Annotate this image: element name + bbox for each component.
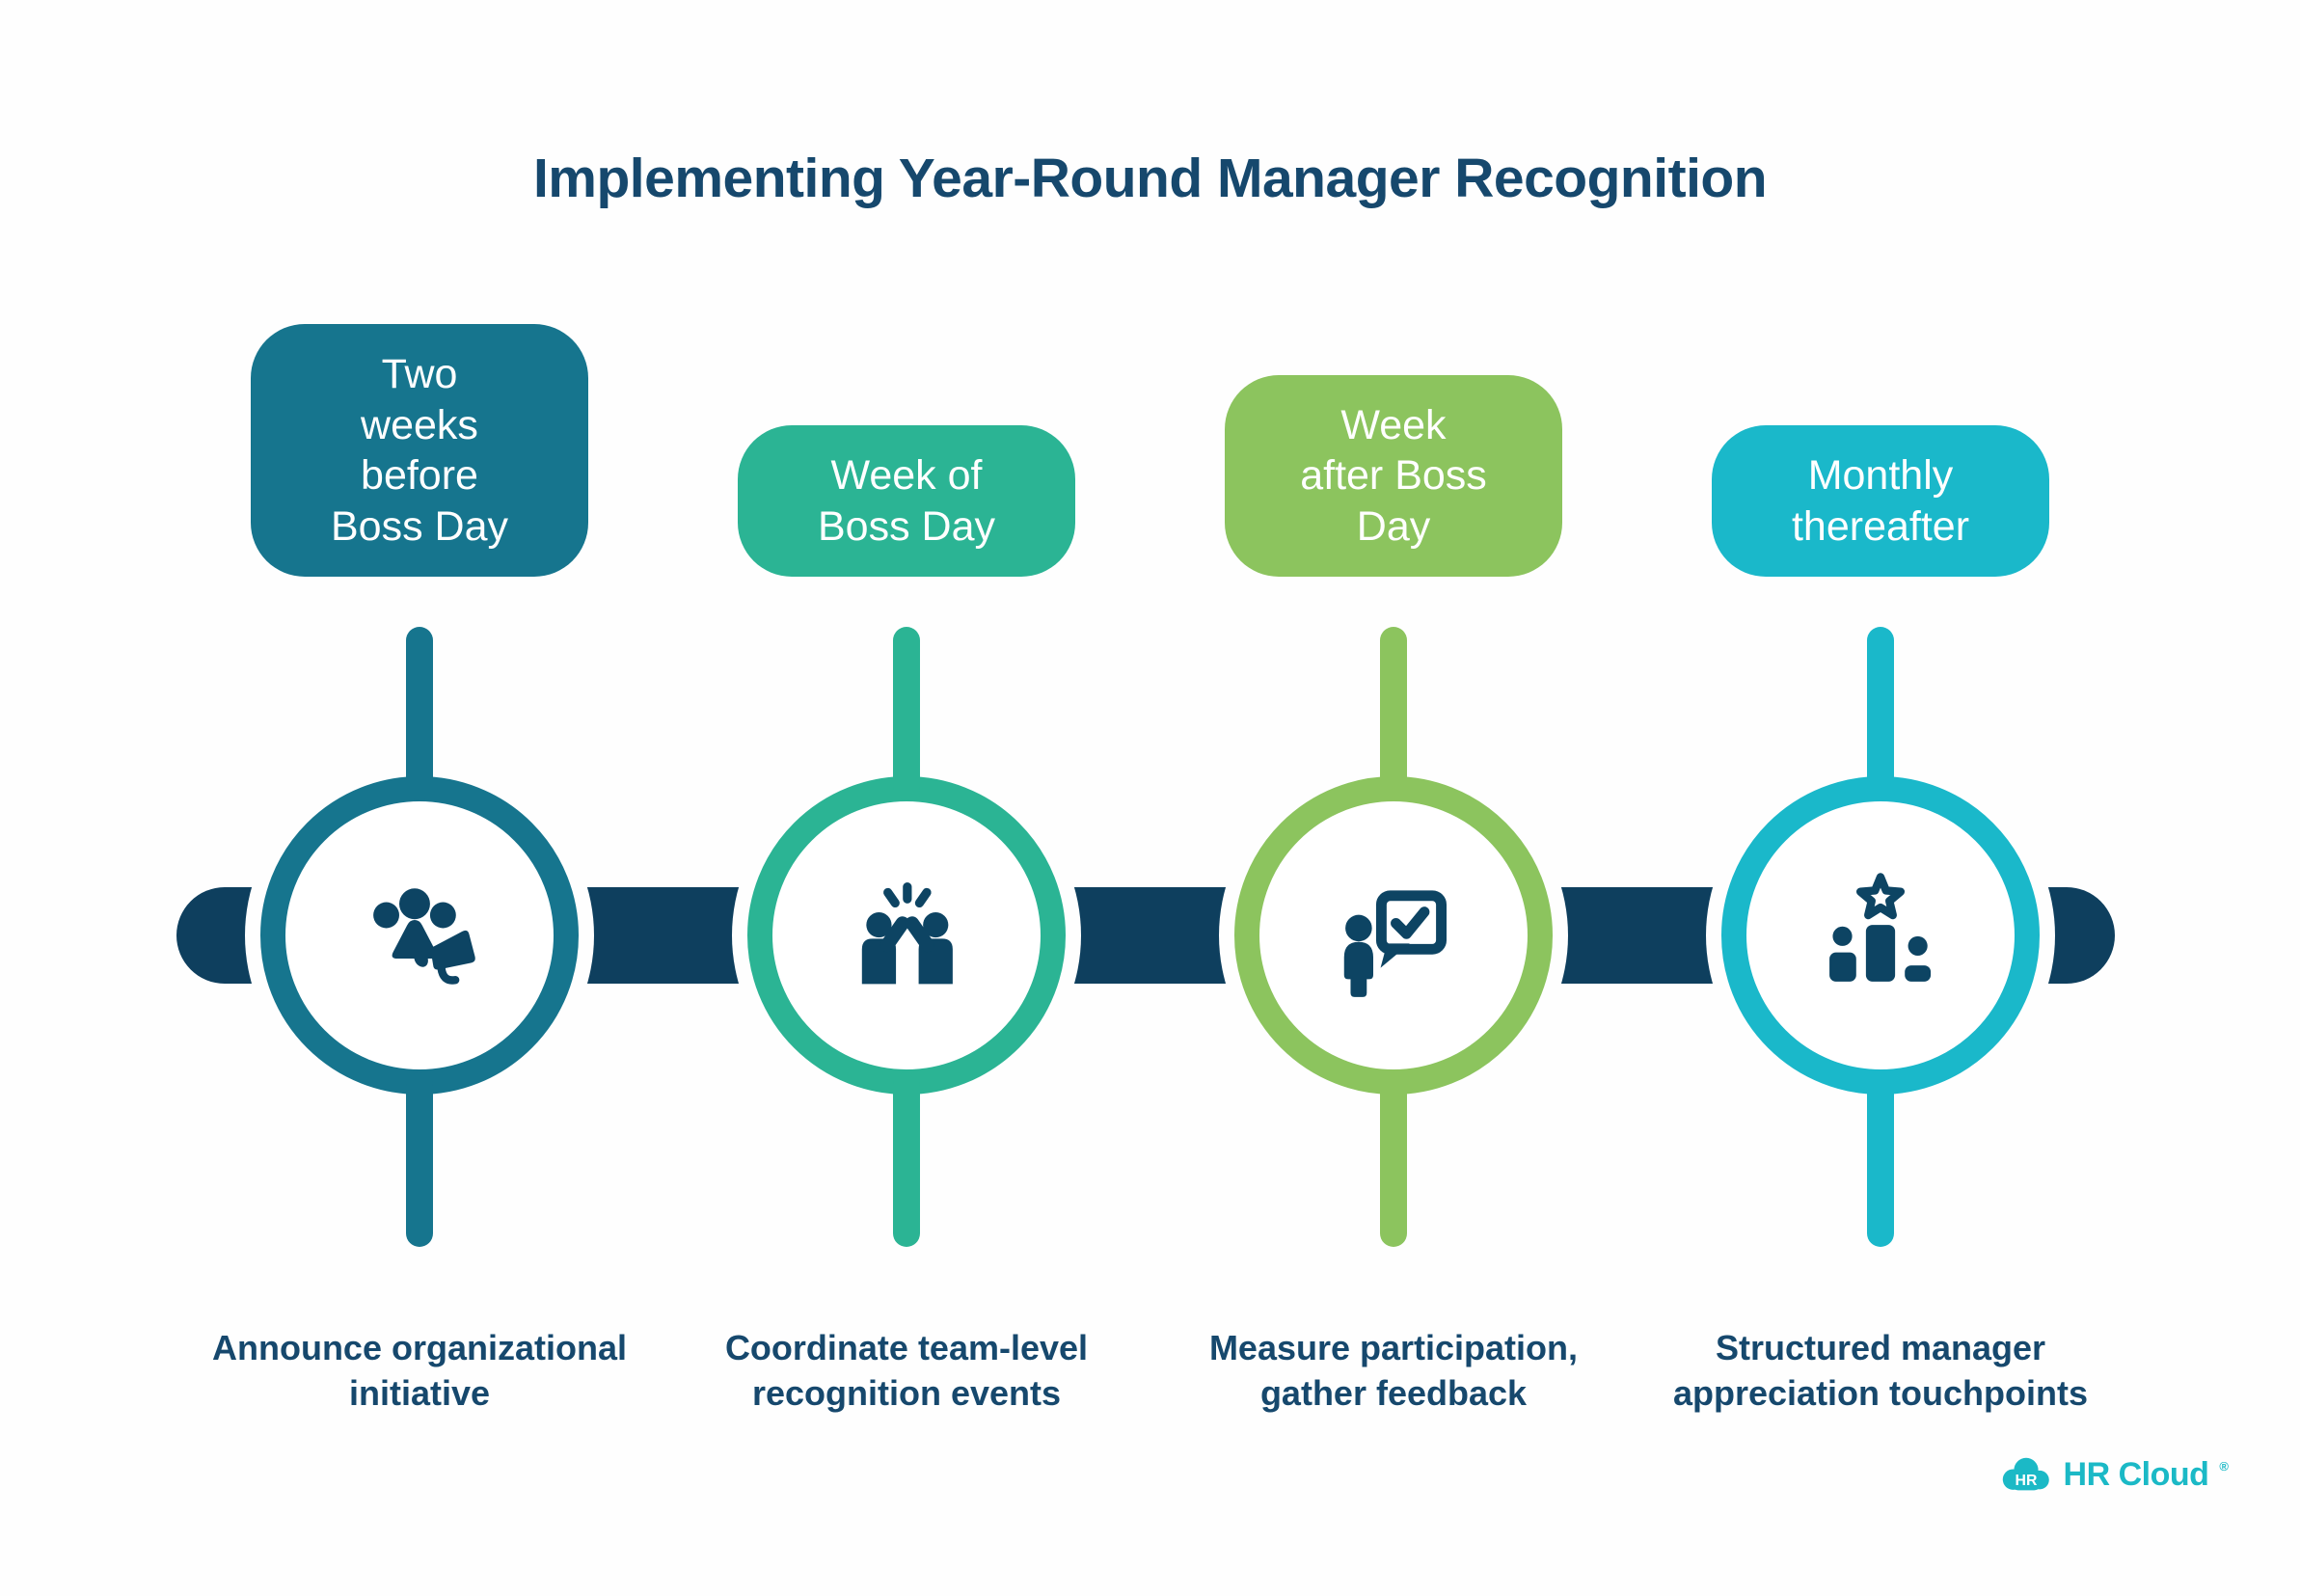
stage-connector-top <box>1380 627 1407 800</box>
stage-circle <box>260 776 579 1095</box>
stage-description: Structured manager appreciation touchpoi… <box>1672 1328 2088 1413</box>
page-title: Implementing Year-Round Manager Recognit… <box>532 148 1768 209</box>
stage-badge: Monthly thereafter <box>1712 425 2049 577</box>
stage-connector-top <box>893 627 920 800</box>
stage-description: Coordinate team-level recognition events <box>724 1328 1089 1413</box>
stage-week-after-boss-day: Week after Boss Day Measure participatio… <box>1150 0 1637 1596</box>
podium-star-icon <box>1829 873 1932 982</box>
stage-monthly-thereafter: Monthly thereafter Structured manager ap… <box>1637 0 2124 1596</box>
stage-connector-bottom <box>406 1072 433 1247</box>
logo-badge-text: HR <box>2015 1473 2037 1489</box>
hr-cloud-logo: HR HR Cloud ® <box>1998 1455 2229 1495</box>
stage-connector-top <box>406 627 433 800</box>
stage-connector-bottom <box>893 1072 920 1247</box>
stage-circle <box>1721 776 2040 1095</box>
stage-connector-bottom <box>1867 1072 1894 1247</box>
stage-badge: Week of Boss Day <box>738 425 1075 577</box>
logo-registered-mark: ® <box>2219 1459 2229 1474</box>
announcement-megaphone-icon <box>373 888 475 985</box>
logo-wordmark: HR Cloud <box>2063 1456 2209 1493</box>
stage-description: Announce organizational initiative <box>211 1328 627 1413</box>
stage-week-of-boss-day: Week of Boss Day Coordinate team-level r… <box>663 0 1150 1596</box>
stage-circle <box>747 776 1066 1095</box>
stage-circle <box>1234 776 1553 1095</box>
high-five-icon <box>861 881 953 985</box>
feedback-checkmark-icon <box>1343 890 1448 997</box>
stage-two-weeks-before: Two weeks before Boss Day Announce organ… <box>176 0 663 1596</box>
stage-badge: Week after Boss Day <box>1225 374 1562 577</box>
stage-badge: Two weeks before Boss Day <box>251 324 588 577</box>
stage-connector-top <box>1867 627 1894 800</box>
hr-cloud-icon: HR <box>2002 1457 2049 1491</box>
stage-connector-bottom <box>1380 1072 1407 1247</box>
stage-description: Measure participation, gather feedback <box>1208 1328 1579 1413</box>
